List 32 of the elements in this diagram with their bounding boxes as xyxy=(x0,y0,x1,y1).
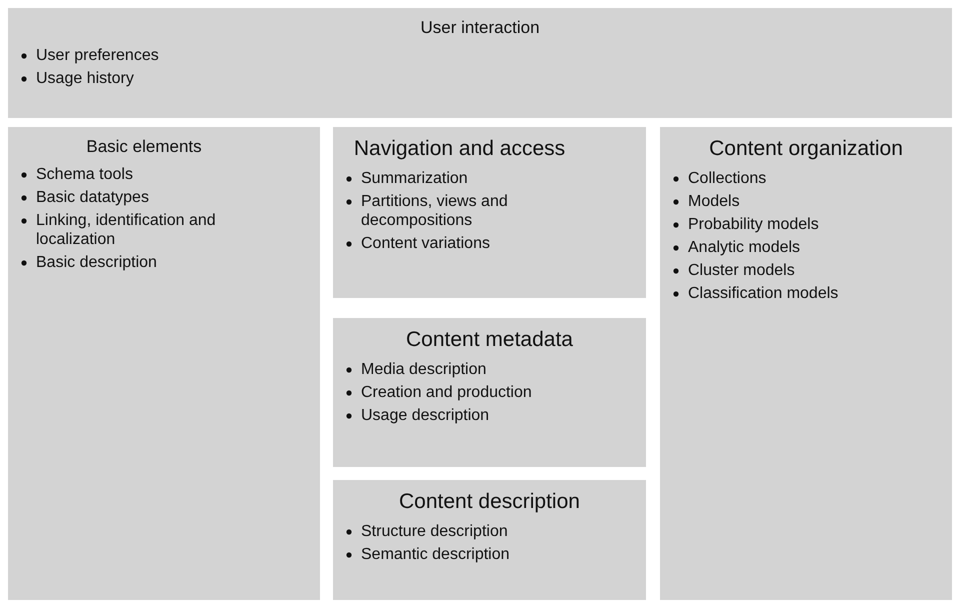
category-panel xyxy=(333,127,646,298)
list-item-text: Collections xyxy=(688,170,766,187)
category-panel xyxy=(333,480,646,600)
list-item-text: Basic description xyxy=(36,254,157,271)
list-item-text: Usage description xyxy=(361,407,490,424)
category-panel xyxy=(8,127,320,600)
list-item-text: Linking, identification and localization xyxy=(36,212,216,248)
panel-heading: User interaction xyxy=(419,18,541,38)
panel-heading: Content organization xyxy=(708,137,904,161)
panel-heading: Basic elements xyxy=(85,137,203,157)
list-item-text: Models xyxy=(688,193,740,210)
panel-heading: Content metadata xyxy=(405,328,574,352)
list-item-text: User preferences xyxy=(36,47,159,64)
category-panel xyxy=(333,318,646,467)
panel-heading: Navigation and access xyxy=(352,137,566,161)
list-item-text: Cluster models xyxy=(688,262,795,279)
list-item-text: Probability models xyxy=(688,216,819,233)
list-item-text: Usage history xyxy=(36,70,134,87)
list-item-text: Schema tools xyxy=(36,166,133,183)
list-item-text: Basic datatypes xyxy=(36,189,149,206)
list-item-text: Structure description xyxy=(361,523,508,540)
list-item-text: Content variations xyxy=(361,235,490,252)
list-item-text: Summarization xyxy=(361,170,468,187)
list-item-text: Analytic models xyxy=(688,239,800,256)
list-item-text: Semantic description xyxy=(361,546,510,563)
category-panel xyxy=(8,8,952,118)
list-item-text: Creation and production xyxy=(361,384,532,401)
list-item-text: Media description xyxy=(361,361,486,378)
list-item-text: Partitions, views and decompositions xyxy=(361,193,508,229)
panel-heading: Content description xyxy=(398,490,581,514)
category-panel xyxy=(660,127,952,600)
list-item-text: Classification models xyxy=(688,285,838,302)
